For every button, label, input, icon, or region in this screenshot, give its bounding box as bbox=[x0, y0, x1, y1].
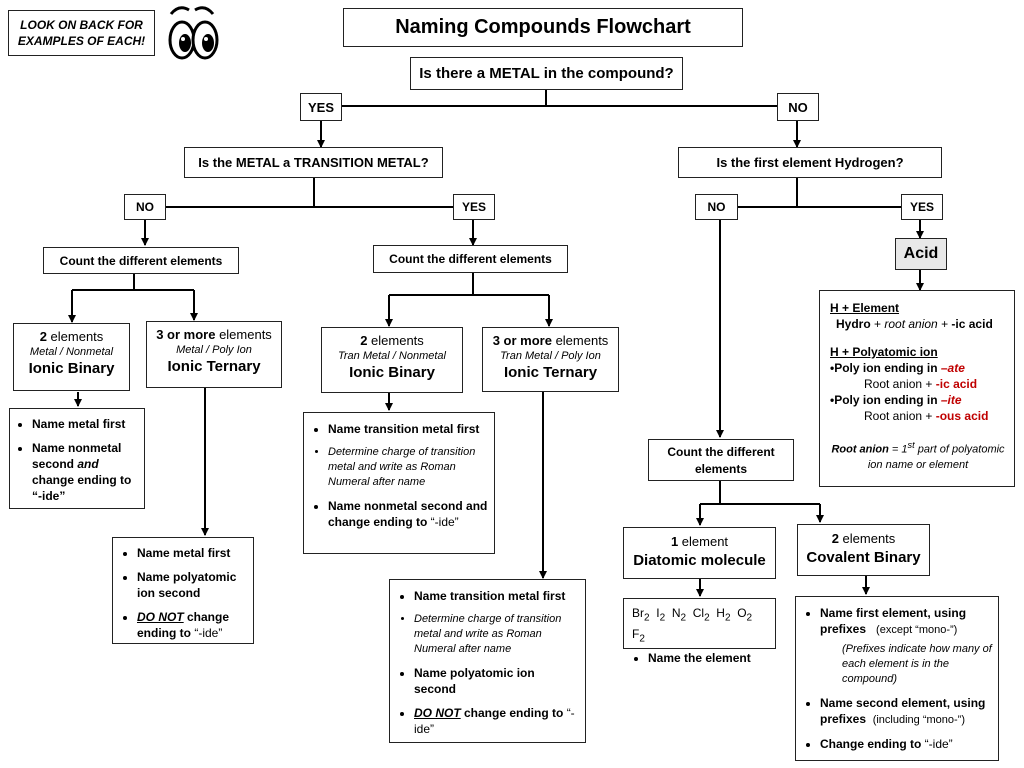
count-box-left: Count the different elements bbox=[43, 247, 239, 274]
no-transition-box: NO bbox=[124, 194, 166, 220]
transition-ternary-rules: Name transition metal first Determine ch… bbox=[389, 579, 586, 743]
question-transition: Is the METAL a TRANSITION METAL? bbox=[184, 147, 443, 178]
root-anion-note: Root anion = 1st part of polyatomic ion … bbox=[831, 440, 1005, 471]
rule-item: Determine charge of transition metal and… bbox=[414, 612, 579, 657]
diatomic-formulas: Br2 I2 N2 Cl2 H2 O2 F2 bbox=[632, 605, 769, 648]
rule-item: Name the element bbox=[648, 650, 769, 666]
formula-n2: N2 bbox=[671, 606, 687, 624]
covalent-rules: Name first element, using prefixes (exce… bbox=[795, 596, 999, 761]
formula-br2: Br2 bbox=[632, 606, 650, 624]
transition-ionic-binary-box: 2 elements Tran Metal / Nonmetal Ionic B… bbox=[321, 327, 463, 393]
transition-ionic-ternary-box: 3 or more elements Tran Metal / Poly Ion… bbox=[482, 327, 619, 392]
rule-item: Name second element, using prefixes (inc… bbox=[820, 695, 992, 728]
note-text: LOOK ON BACK FOR EXAMPLES OF EACH! bbox=[17, 18, 146, 48]
yes-metal-box: YES bbox=[300, 93, 342, 121]
yes-transition-box: YES bbox=[453, 194, 495, 220]
rule-note: (Prefixes indicate how many of each elem… bbox=[842, 643, 992, 685]
diatomic-molecule-box: 1 element Diatomic molecule bbox=[623, 527, 776, 579]
rule-item: Name metal first bbox=[137, 545, 247, 561]
rule-item: DO NOT change ending to “-ide” bbox=[414, 705, 579, 737]
acid-box: Acid bbox=[895, 238, 947, 270]
ionic-ternary-rules: Name metal first Name polyatomic ion sec… bbox=[112, 537, 254, 644]
note-box: LOOK ON BACK FOR EXAMPLES OF EACH! bbox=[8, 10, 155, 56]
rule-item: Name nonmetal second and change ending t… bbox=[328, 498, 488, 530]
rule-item: Name transition metal first bbox=[328, 421, 488, 437]
rule-item: Change ending to “-ide” bbox=[820, 736, 992, 752]
rule-item: Determine charge of transition metal and… bbox=[328, 445, 488, 490]
yes-hydrogen-box: YES bbox=[901, 194, 943, 220]
formula-h2: H2 bbox=[716, 606, 731, 624]
formula-cl2: Cl2 bbox=[692, 606, 710, 624]
covalent-binary-box: 2 elements Covalent Binary bbox=[797, 524, 930, 576]
eyes-icon bbox=[168, 6, 219, 60]
question-metal: Is there a METAL in the compound? bbox=[410, 57, 683, 90]
formula-i2: I2 bbox=[656, 606, 666, 624]
diatomic-rules: Br2 I2 N2 Cl2 H2 O2 F2 Name the element bbox=[623, 598, 776, 665]
ionic-binary-rules: Name metal first Name nonmetal second an… bbox=[9, 408, 145, 509]
formula-f2: F2 bbox=[632, 627, 645, 645]
count-box-middle: Count the different elements bbox=[373, 245, 568, 273]
formula-o2: O2 bbox=[737, 606, 753, 624]
rule-item: Name polyatomic ion second bbox=[414, 665, 579, 697]
no-metal-box: NO bbox=[777, 93, 819, 121]
rule-item: DO NOT change ending to “-ide” bbox=[137, 609, 247, 641]
ionic-ternary-box: 3 or more elements Metal / Poly Ion Ioni… bbox=[146, 321, 282, 388]
count-box-right: Count the different elements bbox=[648, 439, 794, 481]
page-title: Naming Compounds Flowchart bbox=[343, 8, 743, 47]
ionic-binary-box: 2 elements Metal / Nonmetal Ionic Binary bbox=[13, 323, 130, 391]
rule-item: Name nonmetal second and change ending t… bbox=[32, 440, 138, 504]
rule-item: Name metal first bbox=[32, 416, 138, 432]
acid-rules: H + Element Hydro + root anion + -ic aci… bbox=[819, 290, 1015, 487]
rule-item: Name polyatomic ion second bbox=[137, 569, 247, 601]
rule-item: Name first element, using prefixes (exce… bbox=[820, 605, 992, 638]
rule-item: Name transition metal first bbox=[414, 588, 579, 604]
no-hydrogen-box: NO bbox=[695, 194, 738, 220]
transition-binary-rules: Name transition metal first Determine ch… bbox=[303, 412, 495, 554]
question-hydrogen: Is the first element Hydrogen? bbox=[678, 147, 942, 178]
